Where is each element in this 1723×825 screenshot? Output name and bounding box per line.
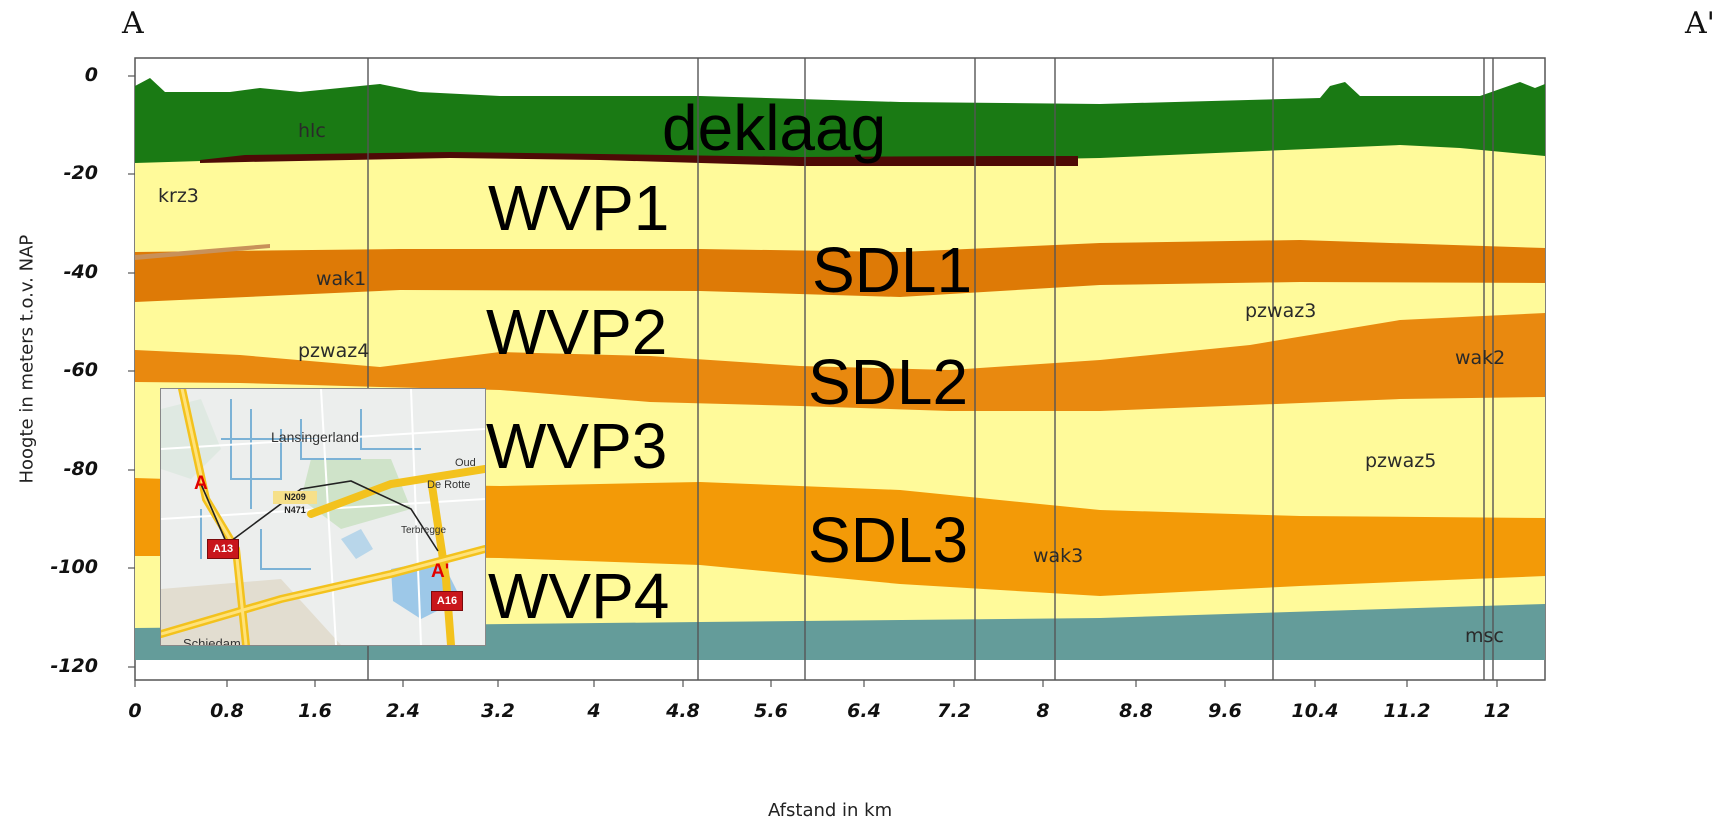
x-tick-label: 11.2 [1383, 700, 1431, 722]
y-tick-label: -60 [63, 359, 98, 381]
y-tick-label: -100 [50, 556, 98, 578]
highway-shield-a16: A16 [431, 591, 463, 611]
y-axis [128, 75, 135, 668]
x-tick-label: 0.8 [210, 700, 244, 722]
unit-peat-band [200, 152, 1078, 166]
unit-label-msc: msc [1465, 625, 1504, 647]
x-tick-label: 12 [1483, 700, 1511, 722]
y-tick-label: -20 [63, 162, 98, 184]
x-tick-label: 1.6 [298, 700, 332, 722]
x-tick-label: 7.2 [937, 700, 971, 722]
map-marker-start: A [194, 473, 208, 494]
unit-label-wak3: wak3 [1033, 545, 1084, 567]
unit-label-pzwaz4: pzwaz4 [298, 340, 370, 362]
x-tick-label: 4.8 [666, 700, 700, 722]
map-marker-end: A' [431, 561, 450, 582]
layer-label-sdl1: SDL1 [812, 234, 973, 306]
map-label-oud: Oud [455, 457, 476, 469]
unit-label-hlc: hlc [298, 120, 326, 142]
x-tick-label: 3.2 [481, 700, 515, 722]
map-label-terbregge: Terbregge [401, 525, 447, 536]
y-tick-label: 0 [84, 64, 98, 86]
layer-label-deklaag: deklaag [662, 92, 887, 164]
layer-label-wvp4: WVP4 [488, 560, 670, 632]
map-label-schiedam: Schiedam [183, 636, 241, 646]
unit-wak3 [135, 478, 1545, 596]
highway-shield-a13: A13 [207, 539, 239, 559]
layer-label-sdl3: SDL3 [808, 504, 969, 576]
x-tick-label: 2.4 [386, 700, 420, 722]
y-tick-label: -120 [50, 655, 98, 677]
x-tick-label: 5.6 [754, 700, 788, 722]
y-axis-title: Hoogte in meters t.o.v. NAP [16, 234, 38, 484]
unit-label-krz3: krz3 [158, 185, 199, 207]
unit-label-pzwaz5: pzwaz5 [1365, 450, 1437, 472]
borehole-lines [367, 58, 1494, 680]
unit-label-wak2: wak2 [1455, 347, 1506, 369]
unit-tan-lens [135, 244, 270, 260]
section-start-label: A [122, 6, 144, 41]
unit-wak2 [135, 313, 1545, 411]
x-tick-label: 8 [1036, 700, 1050, 722]
x-tick-label: 6.4 [847, 700, 881, 722]
unit-wak1 [135, 240, 1545, 302]
section-end-label: A' [1685, 6, 1715, 41]
layer-label-wvp1: WVP1 [488, 172, 670, 244]
unit-label-wak1: wak1 [316, 268, 367, 290]
map-label-lansingerland: Lansingerland [271, 429, 359, 445]
unit-hlc [135, 78, 1545, 163]
unit-msc [135, 604, 1545, 660]
x-tick-label: 10.4 [1291, 700, 1339, 722]
unit-label-pzwaz3: pzwaz3 [1245, 300, 1317, 322]
location-inset-map: Lansingerland Oud De Rotte Terbregge Sch… [160, 388, 486, 646]
y-tick-label: -80 [63, 458, 98, 480]
map-label-de-rotte: De Rotte [427, 479, 471, 491]
x-tick-label: 4 [587, 700, 601, 722]
layer-label-wvp3: WVP3 [486, 410, 668, 482]
x-tick-label: 8.8 [1119, 700, 1153, 722]
x-axis [134, 680, 1498, 687]
x-axis-title: Afstand in km [768, 800, 893, 821]
y-tick-label: -40 [63, 261, 98, 283]
x-tick-label: 9.6 [1208, 700, 1242, 722]
layer-label-sdl2: SDL2 [808, 346, 969, 418]
layer-label-wvp2: WVP2 [486, 296, 668, 368]
road-label-n209-n471: N209 N471 [273, 491, 317, 515]
x-tick-label: 0 [128, 700, 142, 722]
